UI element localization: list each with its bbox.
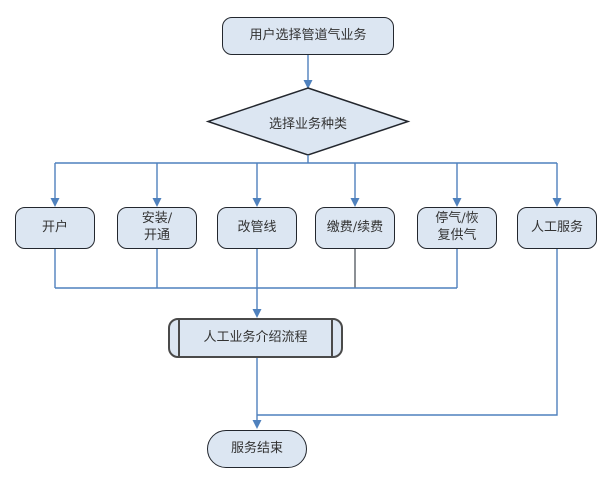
- branch-box-manual-service: 人工服务: [517, 207, 597, 249]
- arrowhead-subprocess: [252, 309, 262, 318]
- branch-box-install-activate: 安装/ 开通: [117, 207, 197, 249]
- start-terminator: 用户选择管道气业务: [222, 17, 394, 55]
- branch-box-change-pipeline: 改管线: [217, 207, 297, 249]
- connector-branch-6-bypass: [257, 249, 558, 416]
- arrowhead-branch-5: [452, 198, 462, 207]
- arrowhead-branch-2: [152, 198, 162, 207]
- arrowhead-end: [252, 420, 262, 429]
- arrowhead-decision: [303, 80, 313, 89]
- branch-box-open-account: 开户: [15, 207, 95, 249]
- decision-label: 选择业务种类: [268, 116, 347, 132]
- arrowhead-branch-4: [350, 198, 360, 207]
- arrowhead-branch-6: [552, 198, 562, 207]
- arrowhead-branch-1: [50, 198, 60, 207]
- end-terminator: 服务结束: [207, 430, 307, 468]
- branch-box-gas-stop-restore: 停气/恢 复供气: [417, 207, 497, 249]
- branch-box-payment-renewal: 缴费/续费: [315, 207, 395, 249]
- subprocess-box-manual-intro: 人工业务介绍流程: [168, 318, 343, 358]
- arrowhead-branch-3: [252, 198, 262, 207]
